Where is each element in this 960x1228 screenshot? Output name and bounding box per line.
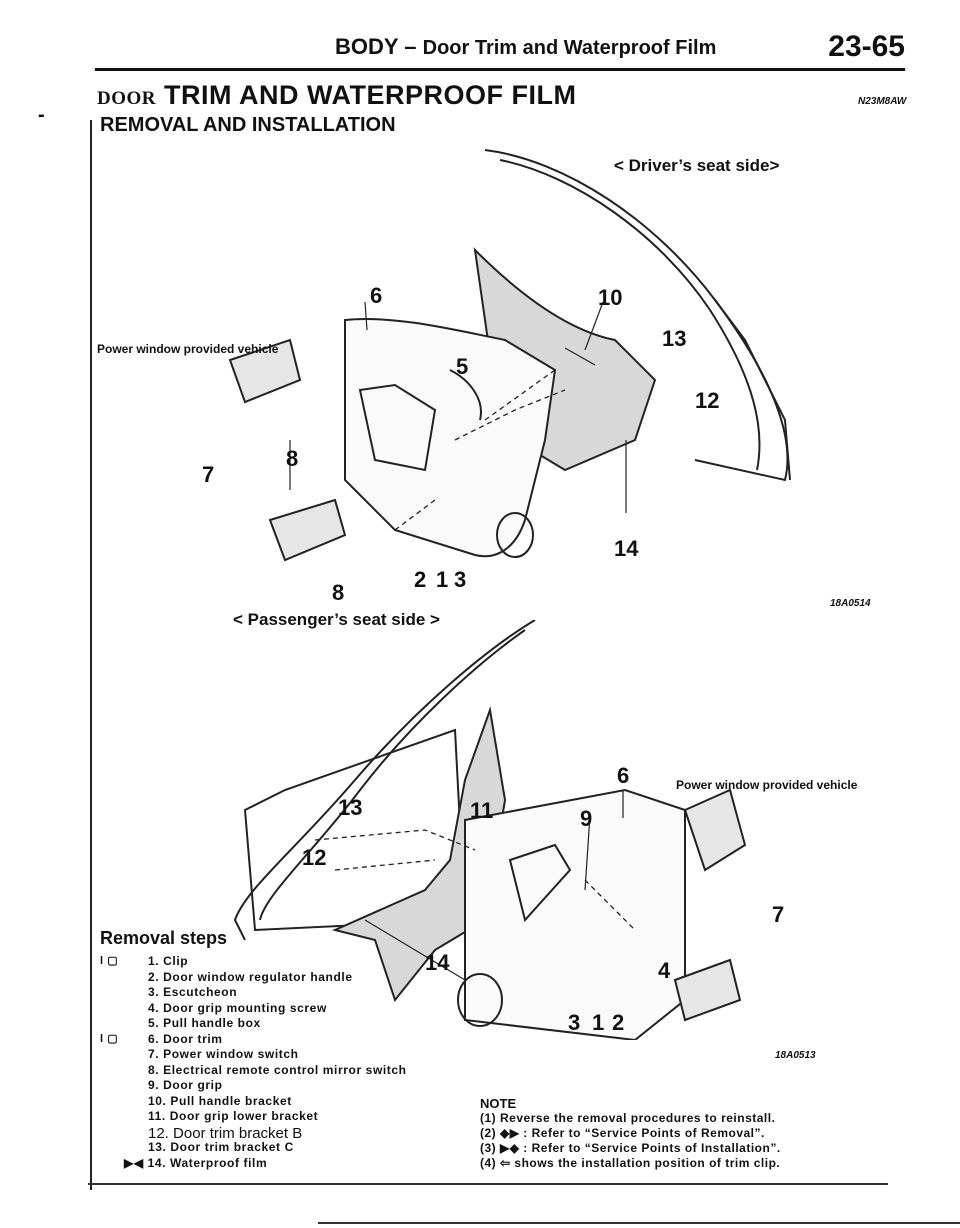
driver-callout-7: 7 <box>202 462 215 487</box>
removal-step: 5. Pull handle box <box>148 1016 468 1032</box>
driver-callout-3: 3 <box>454 567 467 592</box>
driver-figure-code: 18A0514 <box>830 598 871 609</box>
passenger-callout-6: 6 <box>617 763 630 788</box>
driver-callout-12: 12 <box>695 388 720 413</box>
step-text: 1. Clip <box>148 954 189 968</box>
document-code: N23M8AW <box>858 96 907 107</box>
page-bottom-rule <box>318 1222 960 1224</box>
removal-step: 3. Escutcheon <box>148 985 468 1001</box>
removal-step: 4. Door grip mounting screw <box>148 1001 468 1017</box>
passenger-callout-7: 7 <box>772 902 785 927</box>
removal-step: ▶◀ 14. Waterproof film <box>124 1156 468 1172</box>
removal-steps-list: l ▢ 1. Clip 2. Door window regulator hand… <box>100 954 468 1171</box>
frame-left-rule <box>90 120 92 1190</box>
passenger-power-window-label: Power window provided vehicle <box>676 778 858 792</box>
passenger-side-diagram <box>233 620 747 1040</box>
driver-callout-8: 8 <box>286 446 299 471</box>
page-title-main: TRIM AND WATERPROOF FILM <box>164 80 577 110</box>
step-text: 10. Pull handle bracket <box>148 1093 292 1108</box>
removal-step: l ▢ 1. Clip <box>100 954 468 970</box>
removal-step: 10. Pull handle bracket <box>148 1094 468 1110</box>
step-text: 3. Escutcheon <box>148 985 238 999</box>
passenger-callout-1: 1 <box>592 1010 605 1035</box>
removal-step: 9. Door grip <box>148 1078 468 1094</box>
driver-callout-13: 13 <box>662 326 687 351</box>
page-number: 23-65 <box>828 30 905 63</box>
driver-callout-14: 14 <box>614 536 639 561</box>
removal-step: 7. Power window switch <box>148 1047 468 1063</box>
note-title: NOTE <box>480 1096 517 1111</box>
running-title: BODY – Door Trim and Waterproof Film <box>335 34 716 60</box>
page-title-prefix: DOOR <box>97 88 156 109</box>
removal-step: 13. Door trim bracket C <box>148 1140 468 1156</box>
page-title: DOOR TRIM AND WATERPROOF FILM <box>97 80 576 111</box>
driver-side-diagram <box>228 149 791 562</box>
driver-callout-5: 5 <box>456 354 469 379</box>
step-text: 6. Door trim <box>148 1031 223 1046</box>
driver-view-label: < Driver’s seat side> <box>614 156 780 175</box>
passenger-callout-12: 12 <box>302 845 327 870</box>
step-text: 2. Door window regulator handle <box>148 969 353 984</box>
passenger-callout-4: 4 <box>658 958 671 983</box>
driver-callout-8b: 8 <box>332 580 345 605</box>
step-service-mark: l ▢ <box>100 1032 119 1045</box>
driver-callout-6: 6 <box>370 283 383 308</box>
passenger-callout-11: 11 <box>470 798 494 823</box>
step-text: 8. Electrical remote control mirror swit… <box>148 1062 407 1077</box>
running-header: BODY – Door Trim and Waterproof Film 23-… <box>95 30 905 71</box>
removal-step: l ▢ 6. Door trim <box>100 1031 468 1048</box>
section-subtitle: REMOVAL AND INSTALLATION <box>100 114 396 136</box>
note-line: (4) ⇦ shows the installation position of… <box>480 1156 781 1170</box>
removal-steps-title: Removal steps <box>100 928 228 948</box>
removal-step: 8. Electrical remote control mirror swit… <box>148 1063 468 1079</box>
note-line: (3) ▶◆ : Refer to “Service Points of Ins… <box>480 1141 781 1155</box>
passenger-callout-13: 13 <box>338 795 363 820</box>
removal-step: 11. Door grip lower bracket <box>148 1109 468 1125</box>
note-block: NOTE (1) Reverse the removal procedures … <box>480 1096 880 1171</box>
removal-step: 2. Door window regulator handle <box>148 970 468 986</box>
driver-callout-10: 10 <box>598 285 623 310</box>
step-text: 12. Door trim bracket B <box>148 1124 303 1142</box>
step-text: 4. Door grip mounting screw <box>148 1000 327 1015</box>
running-title-sub: Door Trim and Waterproof Film <box>422 37 717 59</box>
passenger-view-label: < Passenger’s seat side > <box>233 610 440 629</box>
step-text: 7. Power window switch <box>148 1047 299 1061</box>
removal-step: 12. Door trim bracket B <box>148 1124 468 1142</box>
step-service-mark: l ▢ <box>100 955 119 967</box>
note-line: (2) ◆▶ : Refer to “Service Points of Rem… <box>480 1126 765 1140</box>
passenger-callout-3: 3 <box>568 1010 581 1035</box>
running-title-main: BODY – <box>335 34 417 59</box>
step-text: 5. Pull handle box <box>148 1016 261 1030</box>
step-text: 13. Door trim bracket C <box>148 1140 294 1154</box>
passenger-figure-code: 18A0513 <box>775 1050 816 1061</box>
passenger-callout-9: 9 <box>580 806 593 831</box>
step-text: ▶◀ 14. Waterproof film <box>124 1155 268 1170</box>
frame-bottom-rule <box>88 1183 888 1185</box>
step-text: 11. Door grip lower bracket <box>148 1109 319 1123</box>
passenger-callout-2: 2 <box>612 1010 625 1035</box>
driver-callout-2: 2 <box>414 567 427 592</box>
margin-dash: - <box>38 104 45 126</box>
driver-callout-1: 1 <box>436 567 449 592</box>
passenger-callout-14: 14 <box>425 950 450 975</box>
driver-power-window-label: Power window provided vehicle <box>97 342 279 356</box>
note-line: (1) Reverse the removal procedures to re… <box>480 1111 776 1125</box>
step-text: 9. Door grip <box>148 1078 223 1092</box>
